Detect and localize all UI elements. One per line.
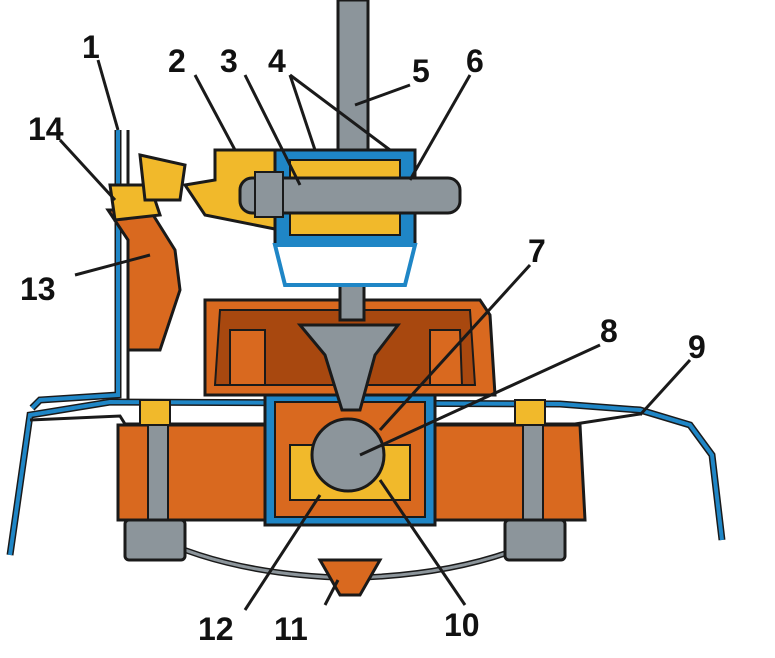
- bottom-shield: [148, 532, 552, 597]
- callout-lines: [58, 59, 692, 611]
- label-6: 6: [466, 43, 484, 79]
- label-4: 4: [268, 43, 286, 79]
- label-12: 12: [198, 611, 234, 647]
- label-7: 7: [528, 233, 546, 269]
- left-bolt: [123, 399, 187, 562]
- label-14: 14: [28, 111, 64, 147]
- label-9: 9: [688, 329, 706, 365]
- label-3: 3: [220, 43, 238, 79]
- label-11: 11: [274, 611, 308, 647]
- lever-bracket: [182, 148, 462, 287]
- label-8: 8: [600, 313, 618, 349]
- vertical-panel: [29, 130, 130, 411]
- label-13: 13: [20, 271, 56, 307]
- side-clip: [105, 153, 187, 352]
- right-bolt: [503, 399, 567, 562]
- label-1: 1: [82, 29, 100, 65]
- label-10: 10: [444, 607, 480, 643]
- label-2: 2: [168, 43, 186, 79]
- gear-lever: [296, 0, 402, 493]
- label-5: 5: [412, 53, 430, 89]
